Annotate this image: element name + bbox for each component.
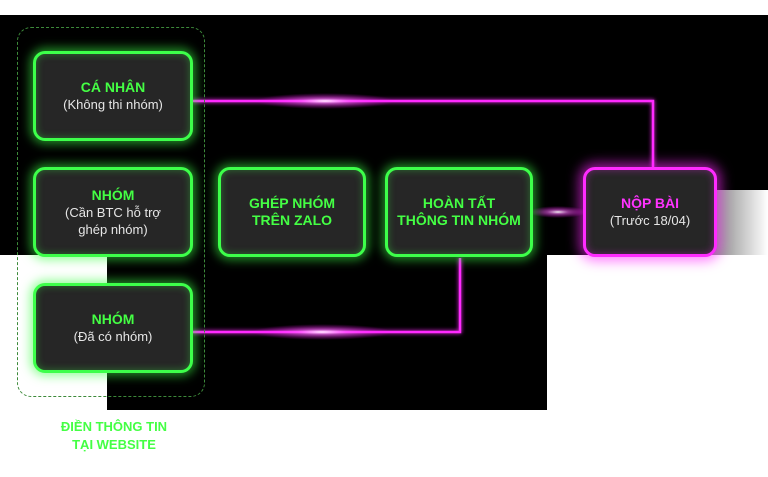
node-nhom-da-co-sub: (Đã có nhóm) — [73, 329, 153, 344]
node-hoan-tat-title-2: THÔNG TIN NHÓM — [397, 212, 521, 228]
node-ghep-nhom-title-2: TRÊN ZALO — [251, 212, 333, 228]
connector-nhom-da-co-to-hoan-tat — [192, 258, 462, 334]
node-nop-bai-sub: (Trước 18/04) — [609, 213, 691, 228]
node-hoan-tat: HOÀN TẤT THÔNG TIN NHÓM — [385, 167, 533, 257]
website-caption-line-2: TẠI WEBSITE — [72, 437, 156, 452]
node-nhom-da-co: NHÓM (Đã có nhóm) — [33, 283, 193, 373]
flare-middle — [528, 206, 588, 218]
flare-top — [255, 93, 395, 109]
website-caption-line-1: ĐIỀN THÔNG TIN — [60, 419, 168, 434]
website-caption: ĐIỀN THÔNG TIN TẠI WEBSITE — [50, 418, 178, 454]
node-nhom-can-btc-title: NHÓM — [91, 186, 135, 203]
node-ca-nhan-sub: (Không thi nhóm) — [63, 97, 163, 112]
node-nhom-can-btc-sub-2: ghép nhóm) — [78, 221, 148, 237]
connector-ca-nhan-to-nop-bai — [192, 99, 655, 167]
node-ghep-nhom: GHÉP NHÓM TRÊN ZALO — [218, 167, 366, 257]
node-nhom-can-btc-sub-1: (Cần BTC hỗ trợ — [65, 204, 161, 220]
node-ca-nhan: CÁ NHÂN (Không thi nhóm) — [33, 51, 193, 141]
node-nhom-da-co-title: NHÓM — [91, 311, 135, 327]
flare-bottom — [252, 324, 392, 340]
website-group-frame — [17, 27, 205, 397]
node-nhom-can-btc: NHÓM (Cần BTC hỗ trợ ghép nhóm) — [33, 167, 193, 257]
node-hoan-tat-title-1: HOÀN TẤT — [422, 195, 496, 211]
node-ca-nhan-title: CÁ NHÂN — [80, 79, 146, 95]
node-nop-bai-title: NỘP BÀI — [620, 195, 680, 211]
node-nop-bai: NỘP BÀI (Trước 18/04) — [583, 167, 717, 257]
node-ghep-nhom-title-1: GHÉP NHÓM — [248, 195, 336, 211]
